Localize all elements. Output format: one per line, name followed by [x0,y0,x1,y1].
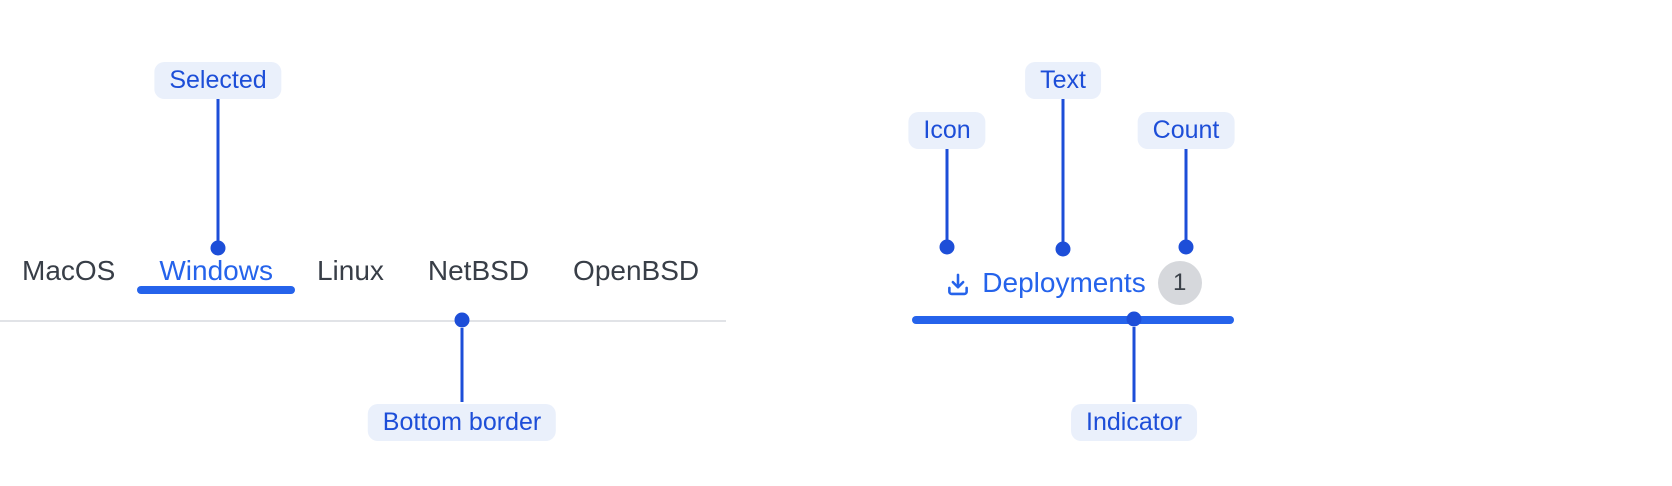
leader-dot [939,239,955,255]
annotation-bottom-border: Bottom border [367,404,557,441]
count-badge: 1 [1157,261,1202,305]
annotation-indicator: Indicator [1071,404,1197,441]
tab-macos[interactable]: MacOS [0,246,137,288]
leader-line [1061,99,1065,242]
os-tab-bar: MacOS Windows Linux NetBSD OpenBSD [0,246,726,322]
leader-dot [210,240,226,256]
annotation-text: Text [1025,62,1101,99]
annotation-count: Count [1137,112,1235,149]
tab-label: Deployments [982,267,1146,298]
tab-netbsd[interactable]: NetBSD [406,246,551,288]
leader-line [216,99,220,242]
tab-linux[interactable]: Linux [295,246,406,288]
leader-dot [1055,241,1071,257]
download-icon [948,273,969,296]
tab-label: Windows [159,255,273,286]
tab-openbsd[interactable]: OpenBSD [551,246,721,288]
annotation-icon: Icon [908,112,986,149]
tab-label: MacOS [22,255,116,286]
tab-label: NetBSD [427,255,530,286]
leader-line [945,149,949,241]
leader-dot [454,312,470,328]
leader-line [1132,327,1136,402]
active-tab-underline [137,286,295,294]
active-tab-indicator [912,316,1234,324]
annotation-selected: Selected [154,62,282,99]
leader-line [460,328,464,402]
tab-label: OpenBSD [573,255,700,286]
leader-dot [1126,311,1142,327]
deployments-tab[interactable]: Deployments 1 [912,246,1234,324]
leader-line [1184,149,1188,241]
tab-label: Linux [316,255,384,286]
leader-dot [1178,239,1194,255]
tab-windows[interactable]: Windows [137,246,295,294]
